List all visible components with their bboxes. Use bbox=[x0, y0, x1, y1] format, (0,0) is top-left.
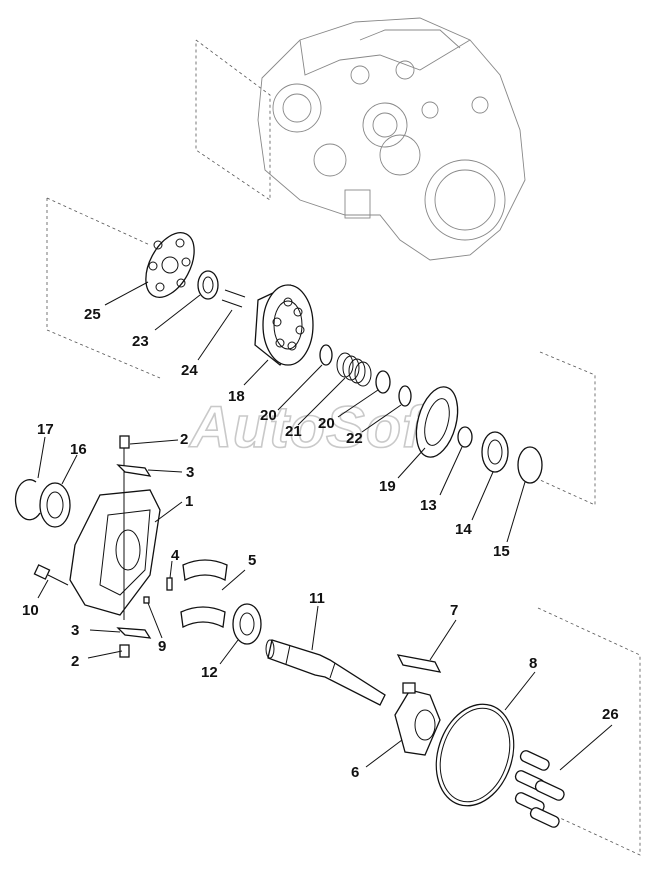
callout-22: 22 bbox=[346, 430, 363, 447]
frame-left bbox=[46, 198, 161, 379]
part-18-cylinder-block bbox=[254, 284, 314, 366]
callout-20: 20 bbox=[260, 407, 277, 424]
callout-6: 6 bbox=[351, 764, 359, 781]
callout-17: 17 bbox=[37, 421, 54, 438]
part-14-bearing bbox=[481, 431, 509, 473]
callout-11: 11 bbox=[309, 590, 325, 607]
part-12-bearing bbox=[232, 603, 262, 645]
frame-right bbox=[539, 351, 596, 506]
callout-12: 12 bbox=[201, 664, 218, 681]
callout-3-lower: 3 bbox=[71, 622, 79, 639]
callout-24: 24 bbox=[181, 362, 198, 379]
part-8-o-ring bbox=[435, 703, 515, 807]
callout-25: 25 bbox=[84, 306, 101, 323]
callout-10: 10 bbox=[22, 602, 39, 619]
callout-8: 8 bbox=[529, 655, 537, 672]
callout-14: 14 bbox=[455, 521, 472, 538]
callout-4: 4 bbox=[171, 547, 180, 564]
callout-13: 13 bbox=[420, 497, 437, 514]
leader-lines bbox=[37, 281, 613, 771]
callout-15: 15 bbox=[493, 543, 510, 560]
callout-1: 1 bbox=[185, 493, 193, 510]
part-10-bolt bbox=[33, 564, 69, 586]
part-26-pipes bbox=[514, 750, 565, 828]
callout-9: 9 bbox=[158, 638, 166, 655]
part-7-key bbox=[396, 654, 442, 673]
part-4-pin bbox=[166, 577, 173, 591]
callout-16: 16 bbox=[70, 441, 87, 458]
part-20-ring-2 bbox=[375, 370, 391, 394]
callout-labels: 25 23 24 18 20 21 20 22 19 13 14 15 17 1… bbox=[22, 306, 619, 781]
part-23-bearing bbox=[197, 270, 219, 300]
part-9-pin bbox=[143, 596, 150, 604]
callout-23: 23 bbox=[132, 333, 149, 350]
callout-3-upper: 3 bbox=[186, 464, 194, 481]
callout-2-lower: 2 bbox=[71, 653, 79, 670]
part-24-pins bbox=[221, 289, 246, 308]
pump-housing bbox=[195, 17, 526, 261]
callout-2-upper: 2 bbox=[180, 431, 188, 448]
callout-18: 18 bbox=[228, 388, 245, 405]
part-20-ring bbox=[319, 344, 333, 366]
part-1-front-cover bbox=[69, 489, 161, 616]
part-5-bushings bbox=[180, 559, 228, 628]
part-15-ring bbox=[517, 446, 543, 484]
callout-5: 5 bbox=[248, 552, 256, 569]
frame-lower bbox=[537, 607, 641, 856]
part-6-gear-pump bbox=[394, 682, 441, 756]
part-2-pin-upper bbox=[119, 435, 130, 620]
callout-21: 21 bbox=[285, 423, 302, 440]
callout-26: 26 bbox=[602, 706, 619, 723]
part-13-washer bbox=[457, 426, 473, 448]
watermark-text: AutoSoft bbox=[188, 395, 444, 460]
callout-7: 7 bbox=[450, 602, 458, 619]
callout-19: 19 bbox=[379, 478, 396, 495]
part-19-swash-plate bbox=[415, 386, 459, 458]
part-22-snap-ring bbox=[398, 385, 412, 407]
part-25-valve-plate bbox=[145, 232, 195, 298]
part-11-drive-shaft bbox=[265, 639, 386, 706]
part-3-clip-lower bbox=[116, 627, 152, 639]
part-17-snap-ring bbox=[14, 479, 41, 521]
part-21-spring bbox=[336, 352, 372, 387]
part-3-clip-upper bbox=[116, 464, 152, 477]
callout-20b: 20 bbox=[318, 415, 335, 432]
part-16-oil-seal bbox=[39, 482, 71, 528]
